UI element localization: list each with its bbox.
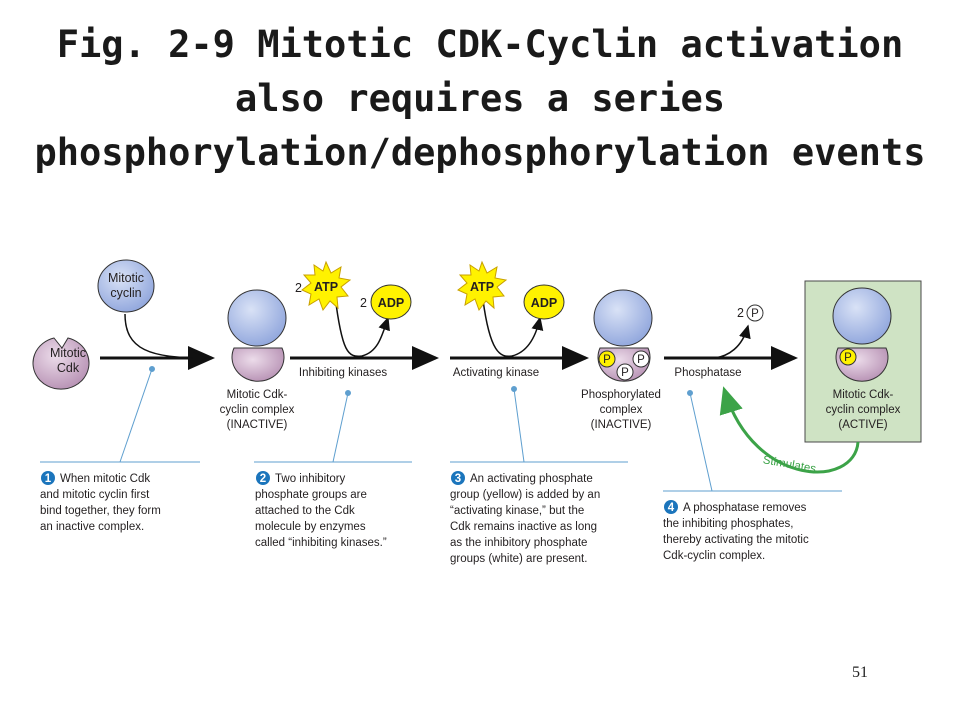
active-phosphate — [839, 348, 857, 366]
step-3-number: 3 — [455, 473, 461, 485]
inhibitory-phosphate-1 — [632, 350, 650, 368]
complex1-label-2: cyclin complex — [220, 404, 295, 416]
complex-inactive-1 — [227, 289, 287, 382]
step-4-badge — [664, 500, 678, 514]
atp-label-1: ATP — [314, 280, 338, 294]
step-2-line-4: molecule by enzymes — [255, 521, 366, 533]
step-2-line-3: attached to the Cdk — [255, 505, 355, 517]
step-2-badge — [256, 471, 270, 485]
complex1-label-1: Mitotic Cdk- — [227, 389, 288, 401]
stimulates-arrow — [719, 386, 860, 474]
complex1-label-3: (INACTIVE) — [227, 419, 288, 431]
complex-active: P — [832, 287, 892, 382]
step-3-line-6: groups (white) are present. — [450, 553, 587, 565]
activating-kinase-label: Activating kinase — [453, 367, 539, 379]
step-3-line-1: An activating phosphate — [470, 473, 593, 485]
step-2-line-5: called “inhibiting kinases.” — [255, 537, 387, 549]
free-mitotic-cdk: Mitotic Cdk — [32, 337, 90, 390]
step-1: 1 When mitotic Cdk and mitotic cyclin fi… — [40, 471, 161, 533]
curve-inhibiting — [334, 295, 390, 358]
active-label-3: (ACTIVE) — [838, 419, 887, 431]
adp-label-2: ADP — [531, 296, 557, 310]
cdk-label-1: Mitotic — [50, 346, 86, 360]
activating-phosphate-label: P — [603, 354, 611, 366]
step-2: 2 Two inhibitory phosphate groups are at… — [255, 471, 387, 549]
free-phosphate-label: P — [751, 308, 759, 320]
inhibitory-phosphate-label-1: P — [637, 354, 645, 366]
step-2-line-2: phosphate groups are — [255, 489, 367, 501]
adp-coefficient-1: 2 — [360, 296, 367, 310]
step-rules — [40, 461, 842, 492]
step-1-badge — [41, 471, 55, 485]
step-4-line-2: the inhibiting phosphates, — [663, 518, 793, 530]
atp-star-1: ATP — [301, 261, 351, 311]
phosphorylated-label-2: complex — [600, 404, 643, 416]
inhibiting-kinases-label: Inhibiting kinases — [299, 367, 387, 379]
step-1-line-2: and mitotic cyclin first — [40, 489, 150, 501]
title-line-1: Fig. 2-9 Mitotic CDK-Cyclin activation — [56, 23, 904, 66]
activating-phosphate — [598, 350, 616, 368]
free-mitotic-cyclin: Mitotic cyclin — [97, 259, 155, 313]
phosphorylated-label-1: Phosphorylated — [581, 389, 661, 401]
atp-label-2: ATP — [470, 280, 494, 294]
complex-phosphorylated: P P P — [593, 289, 653, 382]
adp-circle-2: ADP — [523, 284, 565, 320]
page-number: 51 — [852, 664, 868, 681]
slide-title: Fig. 2-9 Mitotic CDK-Cyclin activation a… — [0, 18, 960, 180]
cyclin-label-1: Mitotic — [108, 271, 144, 285]
step-3: 3 An activating phosphate group (yellow)… — [450, 471, 600, 565]
active-phosphate-label: P — [844, 352, 852, 364]
step-2-line-1: Two inhibitory — [275, 473, 346, 485]
curve-phosphatase — [714, 324, 751, 359]
step-4-line-3: thereby activating the mitotic — [663, 534, 809, 546]
active-label-2: cyclin complex — [826, 404, 901, 416]
adp-label-1: ADP — [378, 296, 404, 310]
adp-circle-1: ADP — [370, 284, 412, 320]
step-1-line-3: bind together, they form — [40, 505, 161, 517]
free-phosphate-coefficient: 2 — [737, 306, 744, 320]
phosphatase-label: Phosphatase — [674, 367, 741, 379]
step-4-line-4: Cdk-cyclin complex. — [663, 550, 765, 562]
curve-activating — [482, 299, 544, 358]
step-4-number: 4 — [668, 502, 675, 514]
step-4-line-1: A phosphatase removes — [683, 502, 807, 514]
atp-coefficient-1: 2 — [295, 281, 302, 295]
step-1-line-1: When mitotic Cdk — [60, 473, 150, 485]
stimulates-label: Stimulates — [762, 454, 817, 475]
curve-cyclin-in — [124, 313, 207, 364]
step-1-number: 1 — [45, 473, 52, 485]
inhibitory-phosphate-2 — [616, 363, 634, 381]
step-3-line-4: Cdk remains inactive as long — [450, 521, 597, 533]
atp-star-2: ATP — [457, 261, 507, 311]
step-3-line-5: as the inhibitory phosphate — [450, 537, 587, 549]
step-2-number: 2 — [260, 473, 266, 485]
step-3-line-2: group (yellow) is added by an — [450, 489, 600, 501]
inhibitory-phosphate-label-2: P — [621, 367, 629, 379]
step-1-line-4: an inactive complex. — [40, 521, 144, 533]
step-pointers — [119, 366, 713, 492]
step-3-badge — [451, 471, 465, 485]
cdk-label-2: Cdk — [57, 361, 80, 375]
step-3-line-3: “activating kinase,” but the — [450, 505, 584, 517]
free-phosphate — [746, 304, 764, 322]
title-line-3: phosphorylation/dephosphorylation events — [34, 131, 926, 174]
cyclin-label-2: cyclin — [110, 286, 141, 300]
step-4: 4 A phosphatase removes the inhibiting p… — [663, 500, 809, 562]
title-line-2: also requires a series — [234, 77, 726, 120]
phosphorylated-label-3: (INACTIVE) — [591, 419, 652, 431]
active-label-1: Mitotic Cdk- — [833, 389, 894, 401]
